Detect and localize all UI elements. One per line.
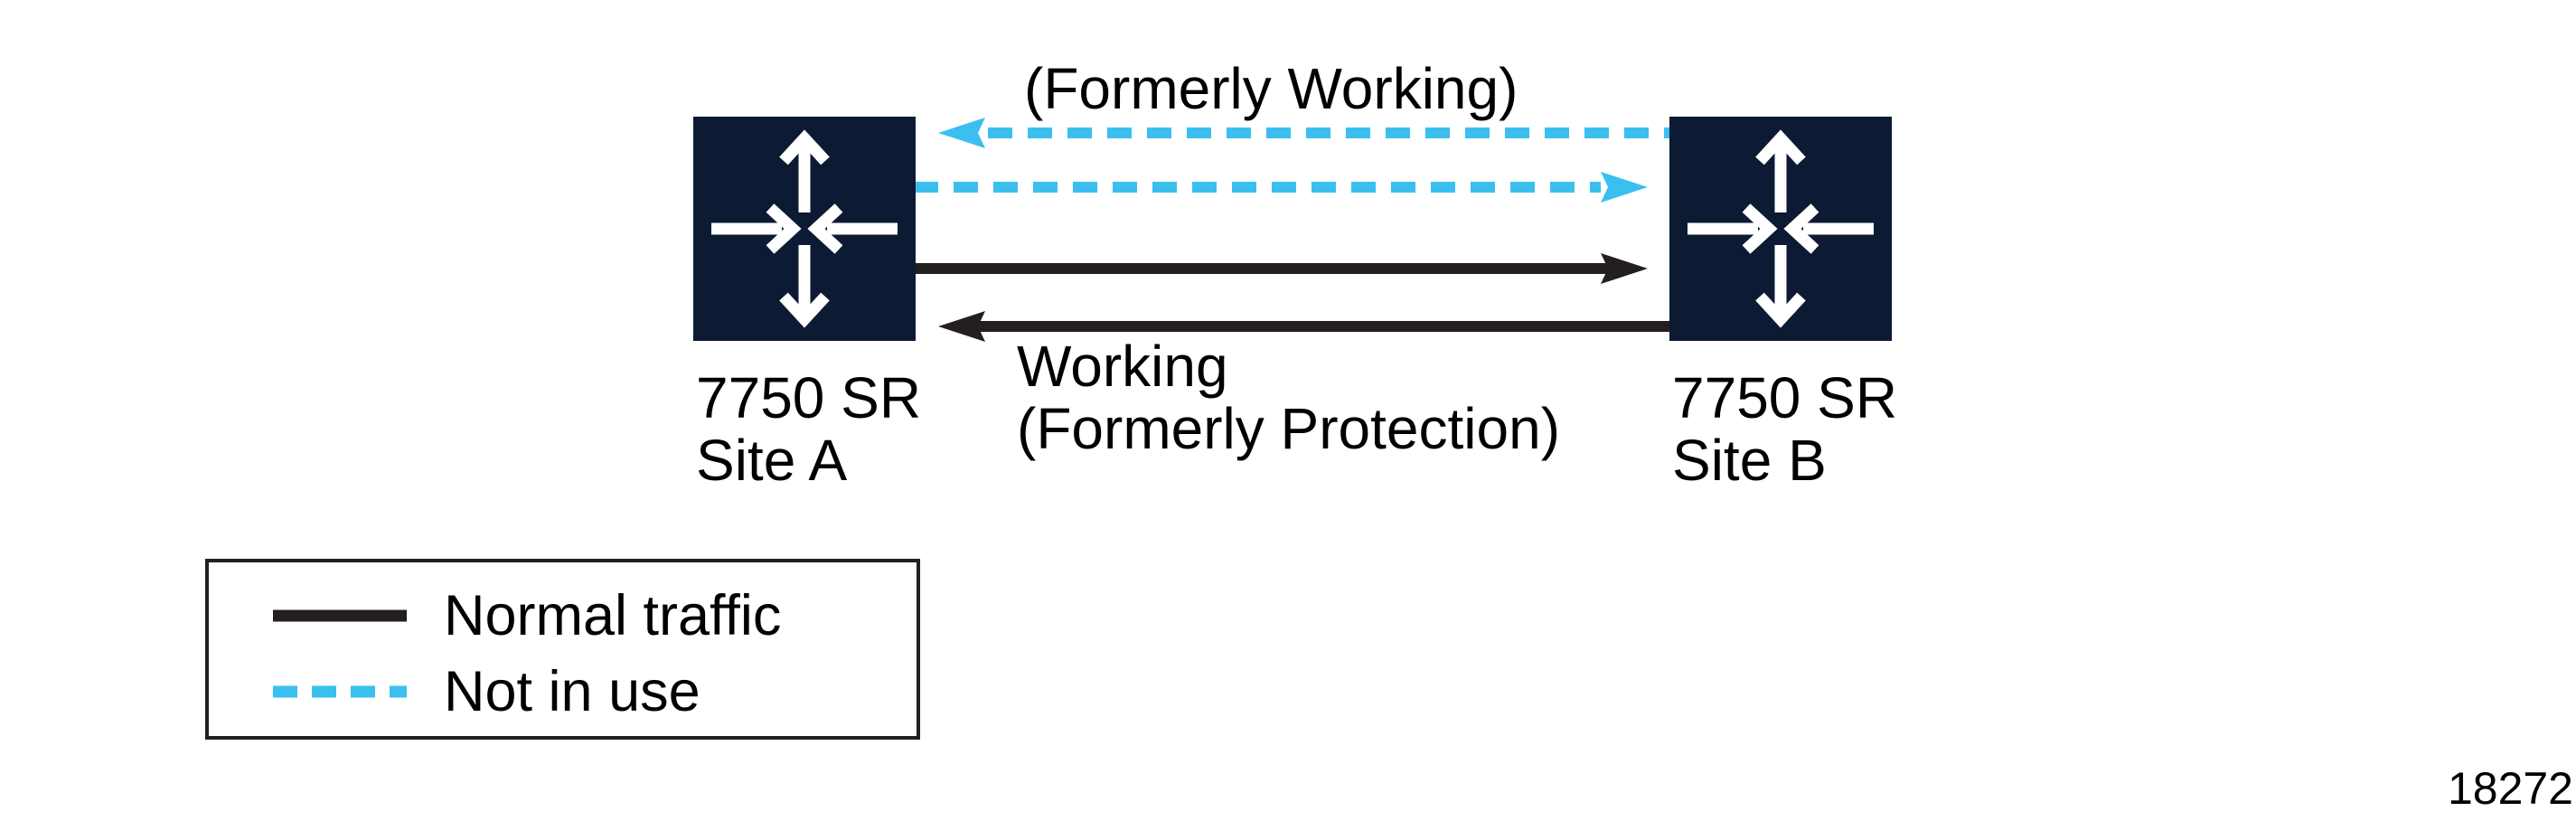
- node-label-site-b: 7750 SR Site B: [1672, 367, 1897, 492]
- link-working-to-b: [914, 253, 1648, 284]
- node-label-line1: 7750 SR: [696, 365, 922, 430]
- arrowhead-right-icon: [1601, 172, 1648, 203]
- node-label-line2: Site B: [1672, 428, 1827, 493]
- legend: Normal traffic Not in use: [205, 559, 920, 740]
- link-formerly-working-to-b: [914, 172, 1648, 203]
- router-cross-arrows-icon: [1688, 129, 1874, 328]
- router-node-site-a: [693, 117, 916, 341]
- link-label-working-line2: (Formerly Protection): [1017, 396, 1560, 461]
- solid-line-swatch-icon: [273, 609, 407, 622]
- router-node-site-b: [1669, 117, 1892, 341]
- link-working-to-a: [938, 311, 1671, 342]
- router-cross-arrows-icon: [711, 129, 898, 328]
- arrowhead-left-icon: [938, 311, 985, 342]
- arrowhead-right-icon: [1601, 253, 1648, 284]
- figure-number: 18272: [2447, 763, 2573, 814]
- node-label-line2: Site A: [696, 428, 848, 493]
- legend-item-not-in-use: Not in use: [273, 660, 917, 723]
- legend-item-normal-traffic: Normal traffic: [273, 584, 917, 647]
- arrowhead-left-icon: [938, 118, 985, 148]
- node-label-site-a: 7750 SR Site A: [696, 367, 921, 492]
- link-label-working-line1: Working: [1017, 334, 1228, 399]
- link-label-formerly-working: (Formerly Working): [1024, 56, 1518, 121]
- link-formerly-working-to-a: [938, 118, 1671, 148]
- legend-label-normal-traffic: Normal traffic: [444, 584, 782, 647]
- legend-label-not-in-use: Not in use: [444, 660, 700, 723]
- dashed-line-swatch-icon: [273, 685, 407, 698]
- link-label-working: Working (Formerly Protection): [1017, 335, 1560, 460]
- node-label-line1: 7750 SR: [1672, 365, 1898, 430]
